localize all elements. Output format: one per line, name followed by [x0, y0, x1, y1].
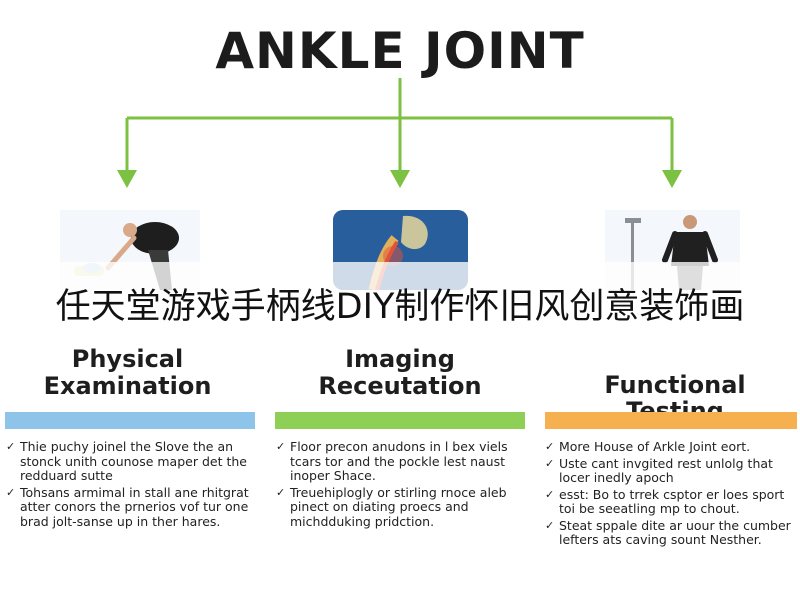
- check-icon: ✓: [545, 456, 555, 470]
- bullet-list-physical-examination: ✓ Thie puchy joinel the Slove the an ston…: [6, 439, 258, 531]
- bullet-text: Tohsans armimal in stall ane rhitgrat at…: [20, 484, 249, 529]
- list-item: ✓ Uste cant invgited rest unlolg that loc…: [545, 455, 797, 486]
- bullet-list-imaging: ✓ Floor precon anudons in l bex viels tca…: [276, 439, 526, 531]
- arrow-middle-icon: [390, 170, 410, 188]
- bullet-text: Floor precon anudons in l bex viels tcar…: [290, 439, 508, 483]
- check-icon: ✓: [6, 485, 16, 499]
- column-bar-green: [275, 412, 525, 429]
- column-title-line: Functional: [604, 371, 746, 399]
- bullet-text: More House of Arkle Joint eort.: [559, 439, 751, 454]
- bullet-text: Thie puchy joinel the Slove the an stonc…: [20, 439, 247, 483]
- column-title-line: Imaging: [345, 345, 455, 373]
- list-item: ✓ Thie puchy joinel the Slove the an ston…: [6, 439, 258, 484]
- connector-lines: [125, 78, 674, 172]
- check-icon: ✓: [276, 440, 286, 453]
- overlay-banner: [0, 262, 800, 344]
- arrow-left-icon: [117, 170, 137, 188]
- list-item: ✓ esst: Bo to trrek csptor er loes sport …: [545, 486, 797, 517]
- bullet-text: Uste cant invgited rest unlolg that loce…: [559, 455, 773, 485]
- column-bar-blue: [5, 412, 255, 429]
- diagram-title: ANKLE JOINT: [215, 22, 585, 80]
- check-icon: ✓: [545, 518, 555, 532]
- column-title-line: Receutation: [318, 372, 482, 400]
- bullet-text: Steat sppale dite ar uour the cumber lef…: [559, 517, 791, 547]
- check-icon: ✓: [6, 440, 16, 453]
- bullet-list-functional-testing: ✓ More House of Arkle Joint eort. ✓ Uste c…: [545, 439, 797, 550]
- column-title-line: Physical: [71, 345, 184, 373]
- bullet-text: Treuehiplogly or stirling rnoce aleb pin…: [290, 484, 507, 529]
- check-icon: ✓: [276, 485, 286, 499]
- column-bar-orange: [545, 412, 797, 429]
- list-item: ✓ Tohsans armimal in stall ane rhitgrat a…: [6, 484, 258, 530]
- column-title-physical-examination: Physical Examination: [25, 346, 230, 400]
- column-title-line: Examination: [43, 372, 212, 400]
- column-title-imaging: Imaging Receutation: [285, 346, 515, 400]
- check-icon: ✓: [545, 440, 555, 453]
- overlay-caption: 任天堂游戏手柄线DIY制作怀旧风创意装饰画: [55, 287, 745, 327]
- list-item: ✓ Steat sppale dite ar uour the cumber le…: [545, 517, 797, 548]
- check-icon: ✓: [545, 487, 555, 501]
- list-item: ✓ More House of Arkle Joint eort.: [545, 439, 797, 455]
- list-item: ✓ Floor precon anudons in l bex viels tca…: [276, 439, 526, 484]
- list-item: ✓ Treuehiplogly or stirling rnoce aleb pi…: [276, 484, 526, 530]
- bullet-text: esst: Bo to trrek csptor er loes sport t…: [559, 486, 785, 516]
- connector-arrows: [117, 78, 682, 188]
- arrow-right-icon: [662, 170, 682, 188]
